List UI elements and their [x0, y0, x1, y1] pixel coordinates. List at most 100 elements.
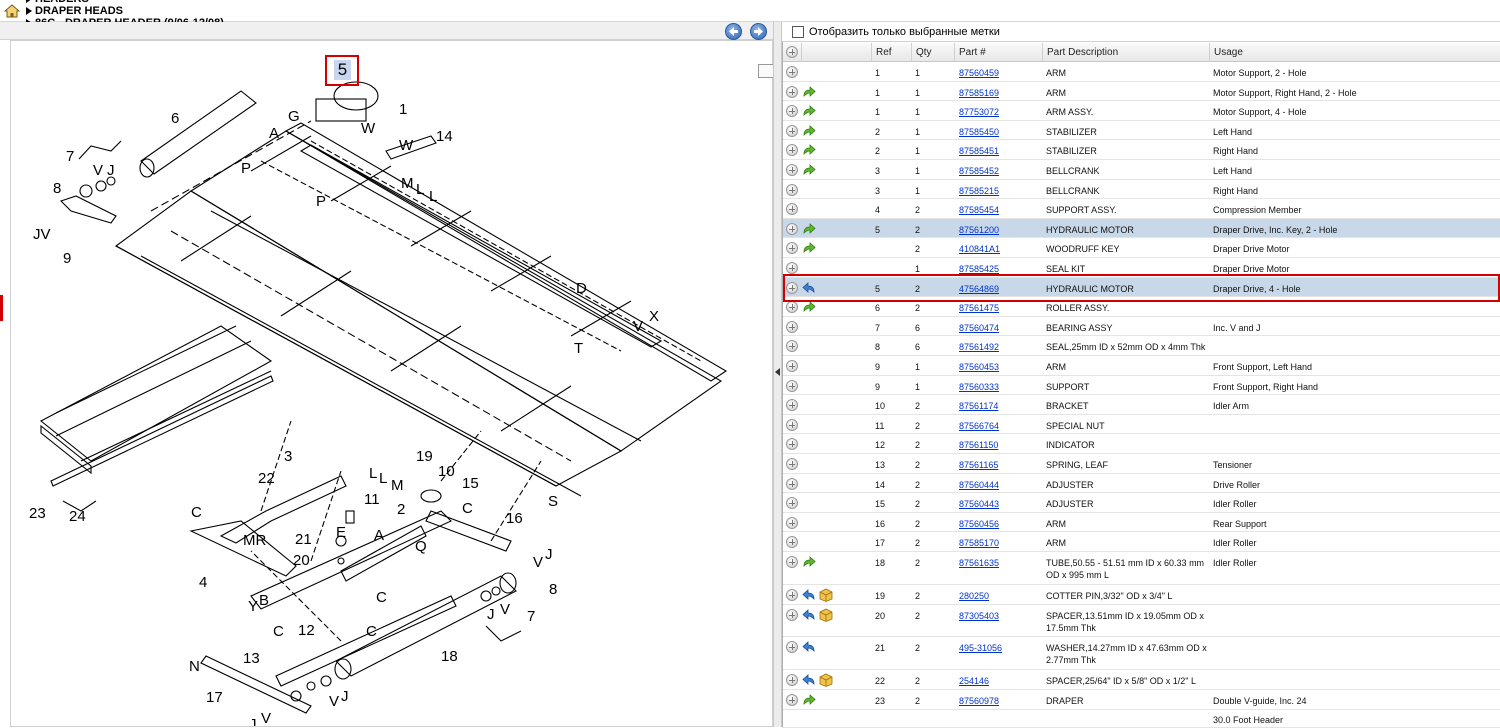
- cell-part-number[interactable]: 87561635: [959, 558, 1000, 568]
- callout-label[interactable]: 23: [29, 505, 46, 522]
- callout-label[interactable]: 11: [364, 491, 380, 508]
- expand-row-icon[interactable]: [786, 379, 798, 392]
- callout-label[interactable]: J: [249, 716, 257, 726]
- replaced-by-arrow-icon[interactable]: [802, 640, 816, 654]
- table-row[interactable]: 30.0 Foot Header: [782, 709, 1500, 728]
- supersession-arrow-icon[interactable]: [802, 104, 816, 118]
- expand-row-icon[interactable]: [786, 262, 798, 274]
- callout-label[interactable]: W: [361, 120, 376, 137]
- callout-label[interactable]: L: [429, 188, 437, 205]
- cell-part-number[interactable]: 87305403: [959, 610, 1000, 621]
- expand-row-icon[interactable]: [786, 183, 798, 196]
- cell-part-number[interactable]: 87753072: [959, 107, 1000, 118]
- replaced-by-arrow-icon[interactable]: [802, 673, 816, 687]
- callout-label[interactable]: V: [533, 554, 543, 571]
- expand-row-icon[interactable]: [786, 477, 798, 490]
- callout-label[interactable]: 18: [441, 648, 458, 665]
- cell-part-number[interactable]: 87585454: [959, 205, 1000, 216]
- expand-row-icon[interactable]: [786, 340, 798, 353]
- cell-part-number[interactable]: 87585170: [959, 538, 1000, 549]
- callout-label[interactable]: G: [288, 108, 300, 125]
- callout-label[interactable]: C: [376, 589, 387, 606]
- callout-label[interactable]: 12: [298, 622, 315, 639]
- callout-label[interactable]: 4: [199, 574, 207, 591]
- callout-label[interactable]: 10: [438, 463, 455, 480]
- callout-label[interactable]: P: [241, 160, 251, 177]
- callout-label[interactable]: 22: [258, 470, 275, 487]
- column-ref[interactable]: Ref: [872, 43, 912, 62]
- callout-label[interactable]: T: [574, 340, 583, 357]
- cell-part-number[interactable]: 87585425: [959, 264, 1000, 274]
- expand-row-icon[interactable]: [786, 320, 798, 333]
- callout-label[interactable]: 15: [462, 475, 479, 492]
- replaced-by-arrow-icon[interactable]: [802, 281, 816, 295]
- cell-part-number[interactable]: 87585452: [959, 166, 1000, 176]
- cell-part-number[interactable]: 87560474: [959, 322, 1000, 333]
- callout-label[interactable]: 7: [334, 723, 342, 726]
- supersession-arrow-icon[interactable]: [802, 124, 816, 138]
- expand-row-icon[interactable]: [786, 418, 798, 431]
- package-icon[interactable]: [819, 673, 833, 687]
- breadcrumb-item[interactable]: HEADERS: [26, 0, 260, 5]
- callout-label[interactable]: Y: [248, 598, 258, 615]
- expand-row-icon[interactable]: [786, 458, 798, 470]
- callout-label[interactable]: 21: [295, 531, 312, 548]
- cell-part-number[interactable]: 87560444: [959, 479, 1000, 490]
- callout-label[interactable]: 19: [416, 448, 433, 465]
- supersession-arrow-icon[interactable]: [802, 163, 816, 177]
- callout-label[interactable]: 8: [549, 581, 557, 598]
- expand-row-icon[interactable]: [786, 556, 798, 568]
- callout-label[interactable]: J: [487, 606, 495, 623]
- expand-row-icon[interactable]: [786, 105, 798, 118]
- expand-row-icon[interactable]: [786, 144, 798, 157]
- expand-row-icon[interactable]: [786, 203, 798, 216]
- callout-label[interactable]: D: [576, 280, 587, 297]
- cell-part-number[interactable]: 87585215: [959, 185, 1000, 196]
- callout-label[interactable]: M: [391, 477, 404, 494]
- column-usage[interactable]: Usage: [1214, 47, 1243, 58]
- expand-row-icon[interactable]: [786, 641, 798, 654]
- callout-label[interactable]: C: [462, 500, 473, 517]
- expand-row-icon[interactable]: [786, 497, 798, 510]
- expand-row-icon[interactable]: [786, 281, 798, 294]
- callout-label[interactable]: 20: [293, 552, 310, 569]
- callout-label[interactable]: V: [93, 162, 103, 179]
- callout-label[interactable]: 3: [284, 448, 292, 465]
- cell-part-number[interactable]: 280250: [959, 590, 990, 601]
- expand-row-icon[interactable]: [786, 536, 798, 549]
- callout-label[interactable]: Q: [415, 538, 427, 555]
- expand-row-icon[interactable]: [786, 673, 798, 686]
- supersession-arrow-icon[interactable]: [802, 222, 816, 236]
- callout-label[interactable]: P: [316, 193, 326, 210]
- callout-label[interactable]: 17: [206, 689, 223, 706]
- expand-row-icon[interactable]: [786, 693, 798, 706]
- expand-row-icon[interactable]: [786, 438, 798, 451]
- package-icon[interactable]: [819, 608, 833, 622]
- callout-label[interactable]: C: [273, 623, 284, 640]
- callout-label[interactable]: V: [329, 693, 339, 710]
- callout-label[interactable]: L: [379, 470, 387, 487]
- callout-label[interactable]: 13: [243, 650, 260, 667]
- column-qty[interactable]: Qty: [912, 43, 955, 62]
- cell-part-number[interactable]: 87566764: [959, 420, 1000, 431]
- package-icon[interactable]: [819, 588, 833, 602]
- supersession-arrow-icon[interactable]: [802, 693, 816, 707]
- callout-label[interactable]: N: [189, 658, 200, 675]
- expand-row-icon[interactable]: [786, 66, 798, 78]
- collapse-left-icon[interactable]: [775, 368, 780, 376]
- expand-all-icon[interactable]: [786, 46, 798, 58]
